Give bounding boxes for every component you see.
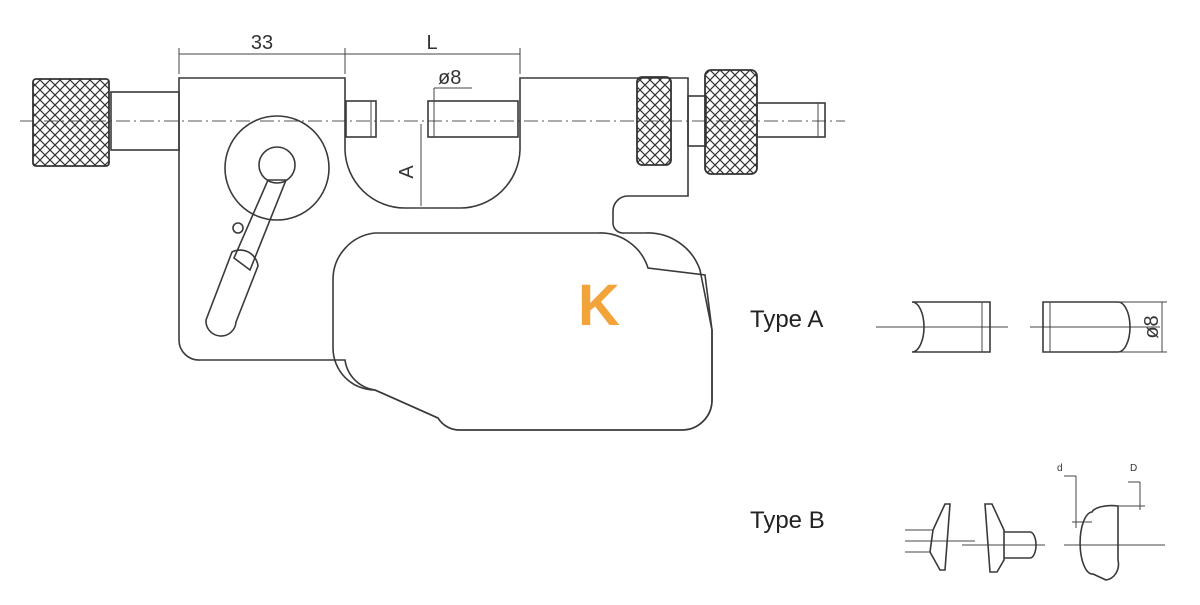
- type-b-tip-right: [1064, 475, 1165, 581]
- right-anvil: [427, 100, 519, 138]
- type-a-tip-right: [1030, 301, 1167, 353]
- frame-grip-cutout: [332, 232, 713, 431]
- clamp-lever-pin: [232, 222, 244, 234]
- dim-anvil-diameter-label: ø8: [438, 67, 461, 89]
- right-lock-ring: [636, 76, 672, 166]
- type-b-d-label: d: [1057, 463, 1063, 474]
- clamp-dial-outer: [224, 115, 330, 221]
- brand-mark: K: [578, 273, 620, 338]
- type-b-D-label: D: [1130, 463, 1137, 474]
- dim-A-label: A: [396, 165, 418, 179]
- type-a-tip-left: [876, 301, 1008, 353]
- type-a-label: Type A: [750, 306, 823, 333]
- type-b-tip-left: [905, 503, 975, 571]
- dim-L-label: L: [426, 32, 437, 54]
- type-b-label: Type B: [750, 507, 825, 534]
- clamp-lever-grip: [205, 249, 259, 337]
- clamp-lever-arm: [233, 179, 288, 272]
- left-anvil: [345, 100, 377, 138]
- ratchet-stop: [756, 102, 826, 138]
- type-b-tip-middle: [962, 503, 1045, 573]
- type-a-diameter-label: ø8: [1141, 315, 1163, 338]
- left-knurled-thimble: [32, 78, 110, 167]
- right-knurled-thimble: [704, 69, 758, 175]
- micrometer-frame: [178, 77, 713, 431]
- dim-33-label: 33: [251, 32, 273, 54]
- clamp-dial-center: [258, 146, 296, 184]
